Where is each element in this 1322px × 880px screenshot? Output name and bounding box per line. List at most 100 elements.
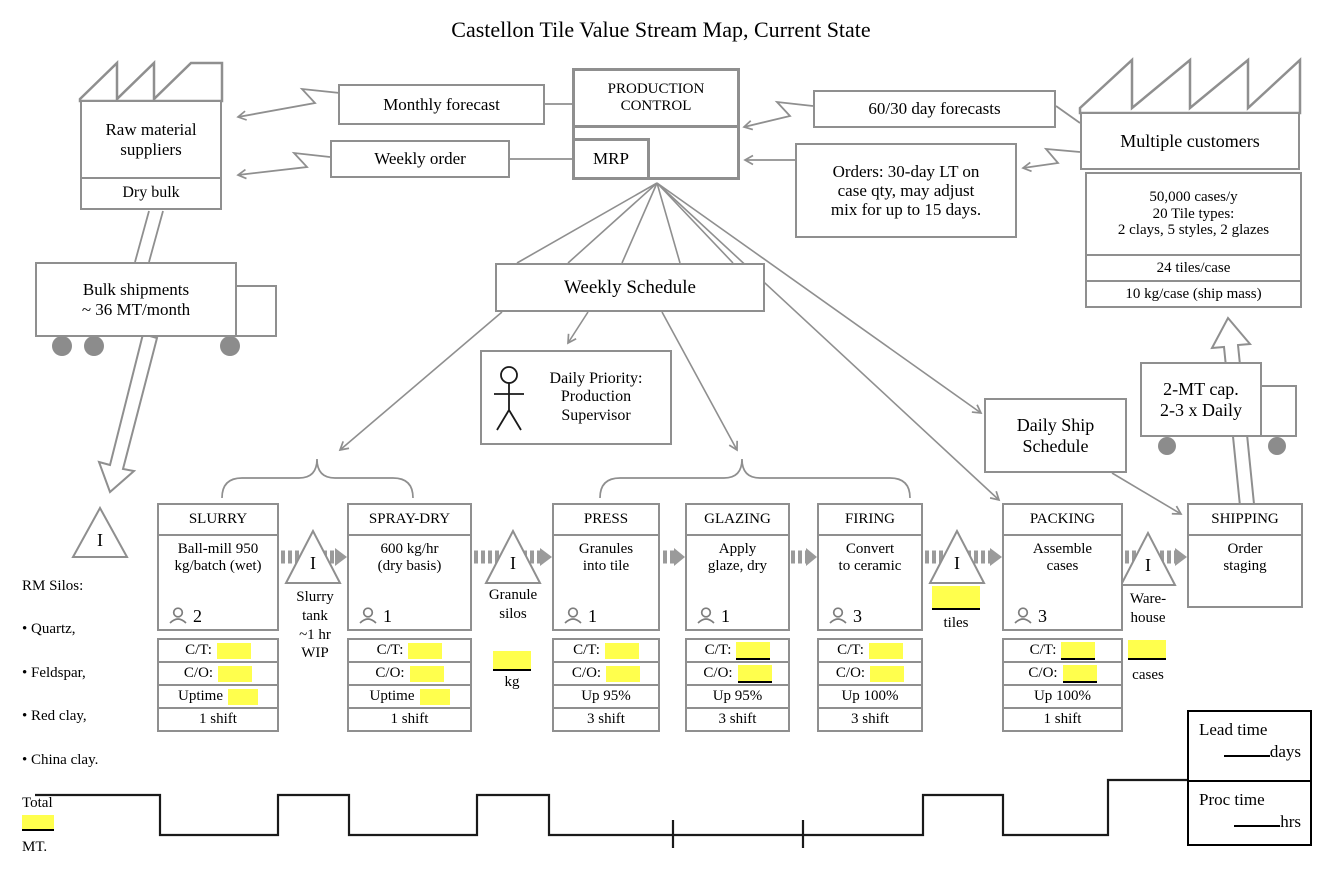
blank-highlight xyxy=(493,650,531,671)
blank-underline xyxy=(1223,742,1270,758)
process-desc: Ball-mill 950 kg/batch (wet) xyxy=(174,541,262,574)
weekly-order-label: Weekly order xyxy=(374,149,466,169)
weekly-schedule-box: Weekly Schedule xyxy=(495,263,765,312)
process-box-firing: FIRING Convert to ceramic 3 xyxy=(817,503,923,631)
group-brace xyxy=(221,458,911,499)
process-box-press: PRESS Granules into tile 1 xyxy=(552,503,660,631)
process-box-spray-dry: SPRAY-DRY 600 kg/hr (dry basis) 1 xyxy=(347,503,472,631)
data-box-packing: C/T: C/O: Up 100% 1 shift xyxy=(1002,638,1123,732)
data-box-glazing: C/T: C/O: Up 95% 3 shift xyxy=(685,638,790,732)
customer-case-box: 24 tiles/case xyxy=(1085,254,1302,282)
customer-demand: 50,000 cases/y 20 Tile types: 2 clays, 5… xyxy=(1117,188,1270,239)
warehouse-qty-label: cases xyxy=(1132,667,1164,683)
supplier-mode-box: Dry bulk xyxy=(80,177,222,210)
blank-underline xyxy=(1234,812,1281,828)
factory-icon xyxy=(1078,57,1302,115)
slurry-tank-label: Slurry tank ~1 hr WIP xyxy=(296,589,334,662)
operator-count: 1 xyxy=(563,606,597,626)
operator-icon xyxy=(829,607,847,624)
tiles-label: tiles xyxy=(943,615,969,631)
inventory-triangle xyxy=(71,505,1177,586)
blank-highlight xyxy=(870,665,905,682)
granule-silos-label: Granule silos xyxy=(488,587,538,622)
operator-icon xyxy=(169,607,187,624)
inventory-symbol: I xyxy=(1145,555,1151,575)
inbound-truck-cab xyxy=(235,285,277,337)
rm-silos-note: RM Silos: • Quartz, • Feldspar, • Red cl… xyxy=(22,577,99,855)
process-title: PRESS xyxy=(554,505,658,536)
process-title: GLAZING xyxy=(687,505,788,536)
operator-icon xyxy=(359,607,377,624)
customer-mass: 10 kg/case (ship mass) xyxy=(1125,285,1262,302)
operator-count: 1 xyxy=(696,606,730,626)
process-box-slurry: SLURRY Ball-mill 950 kg/batch (wet) 2 xyxy=(157,503,279,631)
process-desc: Apply glaze, dry xyxy=(707,541,768,574)
customer-demand-box: 50,000 cases/y 20 Tile types: 2 clays, 5… xyxy=(1085,172,1302,256)
lead-time-unit: days xyxy=(1269,742,1301,762)
truck-wheel-icon xyxy=(52,336,1286,455)
data-box-press: C/T: C/O: Up 95% 3 shift xyxy=(552,638,660,732)
blank-highlight xyxy=(408,642,443,659)
customer-per-case: 24 tiles/case xyxy=(1156,259,1231,276)
daily-ship-label: Daily Ship Schedule xyxy=(1016,415,1095,456)
blank-highlight xyxy=(216,642,251,659)
forecasts-box: 60/30 day forecasts xyxy=(813,90,1056,128)
factory-icon xyxy=(78,60,224,103)
process-box-shipping: SHIPPING Order staging xyxy=(1187,503,1303,608)
blank-highlight xyxy=(1128,640,1166,660)
process-box-glazing: GLAZING Apply glaze, dry 1 xyxy=(685,503,790,631)
mrp-label: MRP xyxy=(593,149,629,169)
person-icon xyxy=(494,366,524,431)
blank-highlight xyxy=(419,688,450,705)
inventory-symbol: I xyxy=(510,553,516,573)
process-title: FIRING xyxy=(819,505,921,536)
customer-box: Multiple customers xyxy=(1080,112,1300,170)
data-box-spray-dry: C/T: C/O: Uptime 1 shift xyxy=(347,638,472,732)
lead-time-label: Lead time xyxy=(1199,720,1268,739)
page-title: Castellon Tile Value Stream Map, Current… xyxy=(451,17,871,42)
supplier-name: Raw material suppliers xyxy=(105,120,197,159)
daily-priority-box: Daily Priority: Production Supervisor xyxy=(480,350,672,445)
operator-count: 1 xyxy=(358,606,392,626)
blank-highlight xyxy=(1061,641,1096,660)
operator-count: 2 xyxy=(168,606,202,626)
process-title: SLURRY xyxy=(159,505,277,536)
operator-icon xyxy=(697,607,715,624)
supplier-mode: Dry bulk xyxy=(122,184,180,202)
inbound-truck-box: Bulk shipments ~ 36 MT/month xyxy=(35,262,237,337)
blank-highlight xyxy=(409,665,444,682)
blank-highlight xyxy=(1062,664,1097,683)
operator-icon xyxy=(564,607,582,624)
weekly-order-box: Weekly order xyxy=(330,140,510,178)
electronic-info-arrow xyxy=(236,87,1081,180)
blank-highlight xyxy=(218,665,253,682)
operator-count: 3 xyxy=(828,606,862,626)
mrp-box: MRP xyxy=(572,138,650,180)
orders-note: Orders: 30-day LT on case qty, may adjus… xyxy=(830,161,982,220)
blank-highlight xyxy=(736,641,771,660)
daily-priority-label: Daily Priority: Production Supervisor xyxy=(549,370,643,424)
forecasts-label: 60/30 day forecasts xyxy=(868,99,1001,119)
schedule-lines xyxy=(338,182,1183,515)
process-desc: Granules into tile xyxy=(578,541,634,574)
proc-time-label: Proc time xyxy=(1199,790,1265,809)
monthly-forecast-label: Monthly forecast xyxy=(383,94,500,114)
process-box-packing: PACKING Assemble cases 3 xyxy=(1002,503,1123,631)
process-title: SHIPPING xyxy=(1189,505,1301,536)
blank-highlight xyxy=(22,815,54,831)
outbound-truck-label: 2-MT cap. 2-3 x Daily xyxy=(1160,379,1242,420)
inventory-symbol: I xyxy=(97,530,103,550)
outbound-truck-cab xyxy=(1260,385,1297,437)
blank-highlight xyxy=(604,642,639,659)
granule-silos-qty: kg xyxy=(462,632,562,691)
process-desc: Convert to ceramic xyxy=(838,541,902,574)
process-title: SPRAY-DRY xyxy=(349,505,470,536)
inventory-symbol: I xyxy=(954,553,960,573)
warehouse-label: Ware- house xyxy=(1129,591,1167,626)
operator-icon xyxy=(1014,607,1032,624)
process-title: PACKING xyxy=(1004,505,1121,536)
info-line xyxy=(510,103,1081,166)
blank-highlight xyxy=(228,688,258,705)
